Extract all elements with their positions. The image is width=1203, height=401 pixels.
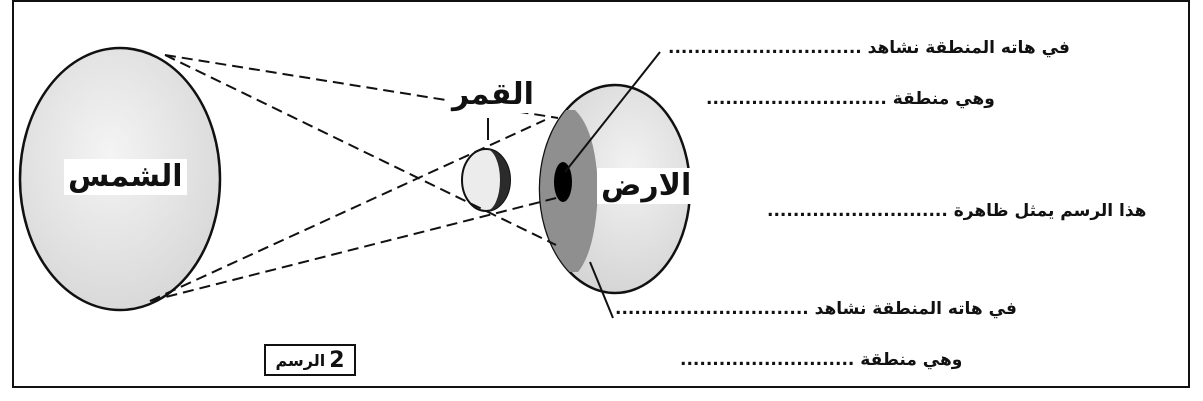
- figure-caption-number: 2: [329, 348, 344, 373]
- figure-caption-word: الرسم: [275, 351, 325, 370]
- earth-label: الارض: [597, 168, 695, 204]
- note-top-region-is: وهي منطقة ............................: [706, 89, 995, 109]
- note-bottom-region-is: وهي منطقة ...........................: [680, 350, 962, 370]
- note-phenomenon: هذا الرسم يمثل ظاهرة ...................…: [767, 201, 1146, 221]
- note-bottom-region-see: في هاته المنطقة نشاهد ..................…: [615, 299, 1017, 319]
- note-top-region-see: في هاته المنطقة نشاهد ..................…: [668, 38, 1070, 58]
- figure-caption: الرسم 2: [264, 344, 356, 376]
- sun-label: الشمس: [64, 159, 187, 195]
- moon-label: القمر: [448, 77, 538, 113]
